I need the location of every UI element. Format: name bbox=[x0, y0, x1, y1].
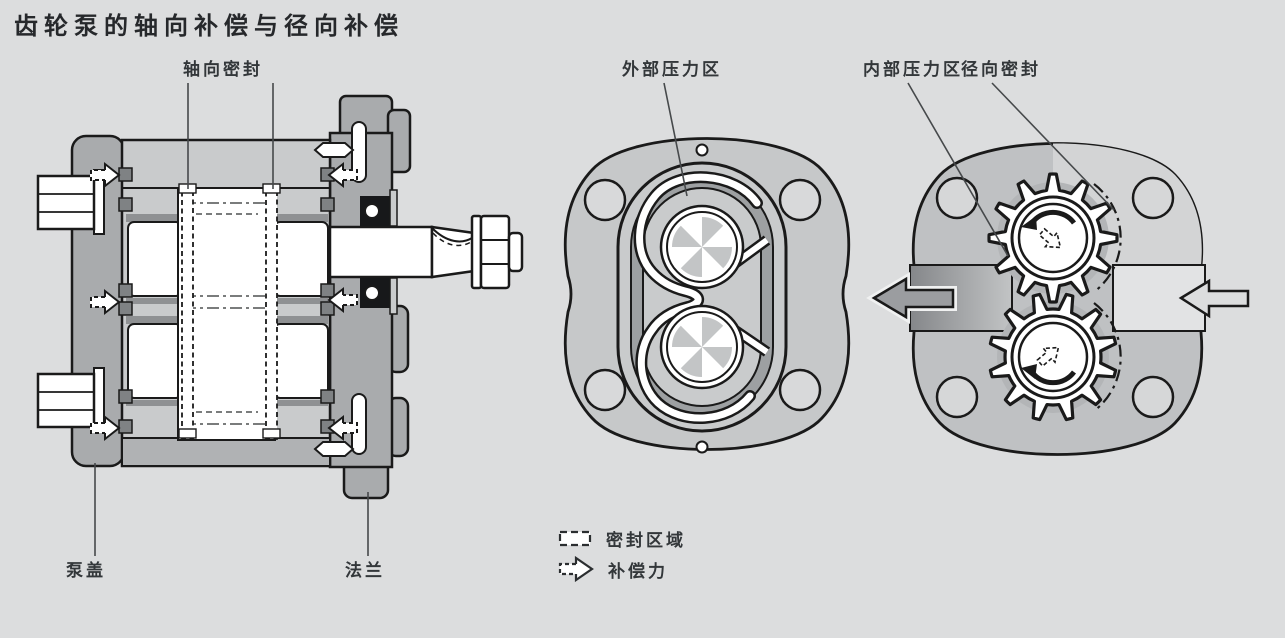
bolt-hole bbox=[583, 178, 822, 412]
shaft-nut bbox=[479, 214, 511, 290]
centerlines bbox=[184, 202, 270, 425]
leader-line bbox=[663, 82, 688, 197]
seal-groove-channel bbox=[633, 171, 763, 425]
hex-bolt bbox=[36, 169, 105, 235]
shaft-bore bbox=[659, 304, 745, 390]
rotation-arrow-icon bbox=[1021, 209, 1077, 230]
legend-label: 密封区域 bbox=[606, 531, 686, 550]
pin-hole bbox=[695, 143, 709, 157]
leader-lines bbox=[94, 82, 1115, 556]
label-flange: 法兰 bbox=[345, 561, 385, 580]
pressure-outlet-arrow-icon bbox=[866, 271, 957, 325]
label-outer-pressure-zone: 外部压力区 bbox=[622, 60, 722, 79]
pin-hole bbox=[695, 440, 709, 454]
end-cover-view bbox=[563, 137, 851, 454]
suction-inlet-arrow-icon bbox=[1178, 278, 1250, 319]
radial-seal-arc bbox=[1093, 302, 1122, 412]
shaft-bore bbox=[659, 204, 745, 290]
label-axial-seal: 轴向密封 bbox=[183, 60, 263, 79]
gear-face-view bbox=[866, 142, 1250, 456]
legend: 密封区域 补偿力 bbox=[558, 526, 686, 582]
leader-line bbox=[991, 82, 1115, 211]
hidden-lines bbox=[196, 213, 258, 413]
pressure-pin-icon bbox=[314, 142, 354, 158]
bearing-blocks bbox=[126, 214, 329, 406]
shaft-bearing bbox=[360, 189, 398, 227]
cross-section-view bbox=[36, 94, 524, 500]
bolt-hole bbox=[935, 176, 1175, 419]
page-margin bbox=[0, 638, 1285, 642]
seal-blocks bbox=[118, 167, 335, 434]
dashed-arrow-icon bbox=[558, 556, 594, 582]
leader-line bbox=[907, 82, 1009, 257]
dashed-rect-icon bbox=[558, 530, 592, 546]
legend-item-compensation-force: 补偿力 bbox=[558, 556, 686, 582]
page-title: 齿轮泵的轴向补偿与径向补偿 bbox=[14, 13, 404, 40]
pump-body-bottom-plate bbox=[121, 437, 331, 467]
gear-chamber-window bbox=[177, 187, 276, 441]
label-radial-seal: 径向密封 bbox=[961, 60, 1041, 79]
legend-item-sealed-area: 密封区域 bbox=[558, 526, 686, 551]
label-pump-cover: 泵盖 bbox=[66, 561, 106, 580]
compensation-arrow-icon bbox=[1038, 227, 1062, 249]
pressure-pin-icon bbox=[314, 441, 354, 457]
radial-seal-arc bbox=[1093, 183, 1122, 293]
drive-shaft bbox=[328, 214, 524, 290]
compensation-arrow-icon bbox=[1036, 346, 1060, 368]
label-inner-pressure-zone: 内部压力区 bbox=[863, 60, 963, 79]
axial-seal-strip bbox=[262, 183, 281, 440]
shaft-bearing bbox=[360, 277, 398, 315]
rotation-arrow-icon bbox=[1021, 364, 1077, 386]
legend-label: 补偿力 bbox=[608, 561, 668, 581]
